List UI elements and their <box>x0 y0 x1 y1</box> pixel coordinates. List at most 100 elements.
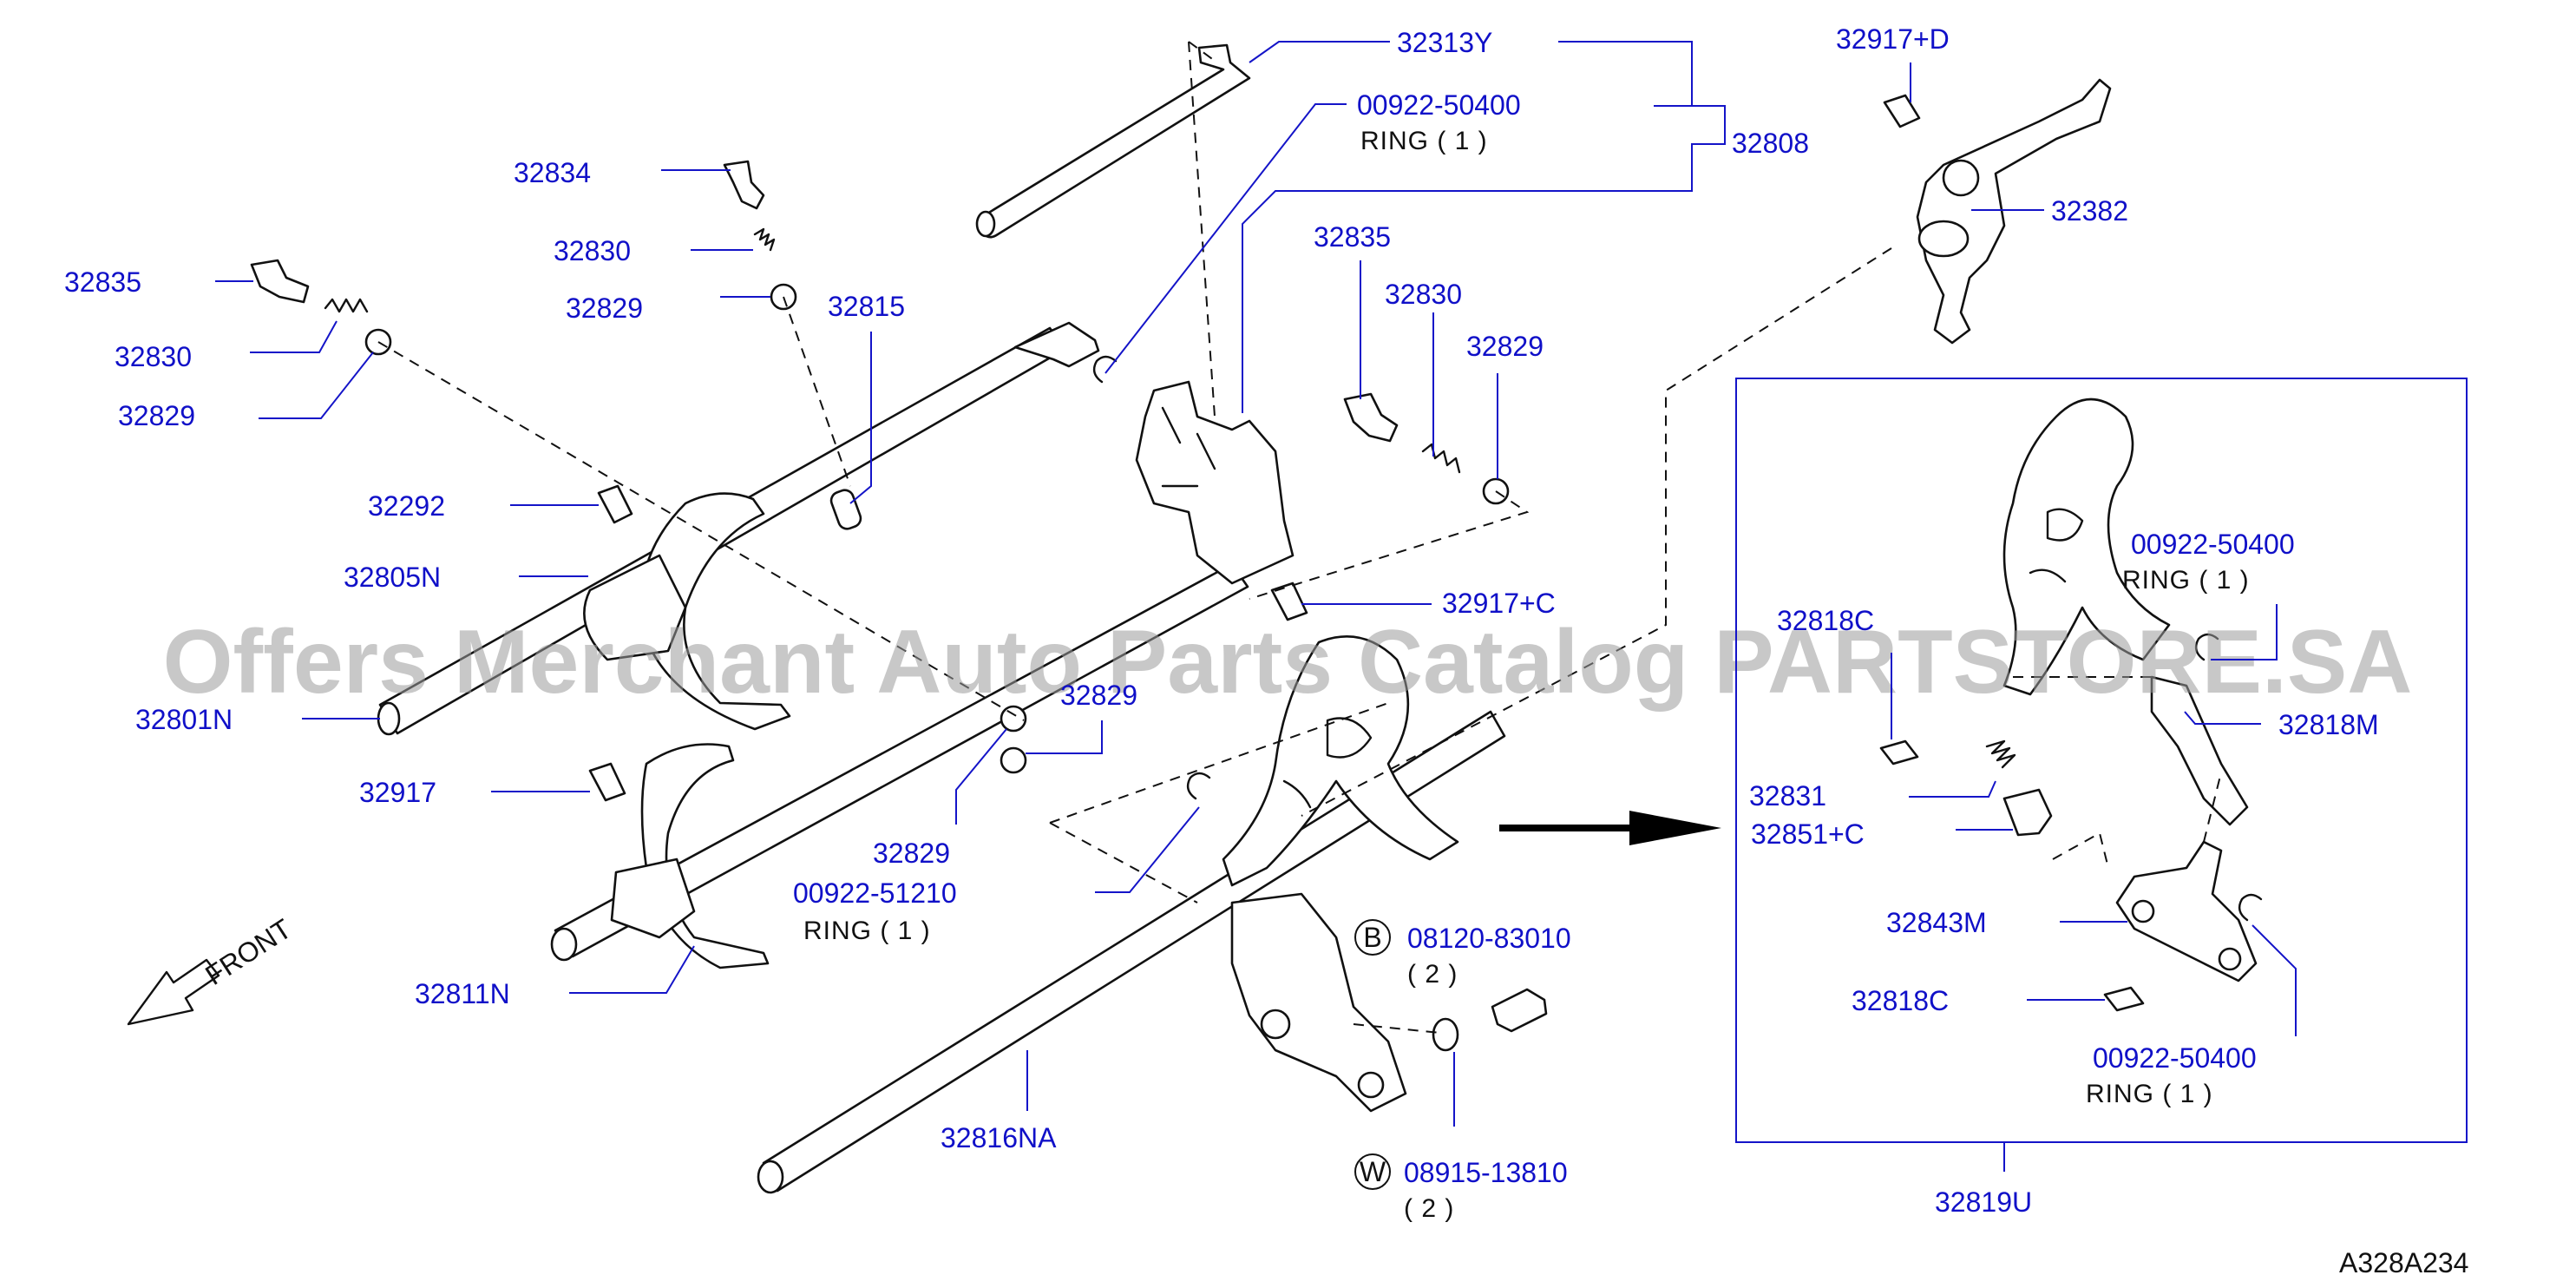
label-32801n: 32801N <box>135 704 233 735</box>
label-32835-mid: 32835 <box>1314 221 1391 253</box>
plug-32835-mid <box>1343 392 1399 443</box>
label-32313y: 32313Y <box>1397 27 1492 58</box>
rod-end <box>975 210 996 238</box>
fork-32811n-hub <box>610 858 696 939</box>
figure-code: A328A234 <box>2339 1247 2468 1278</box>
spring-32830-mid <box>1421 443 1461 474</box>
subassembly-frame-32819u <box>1735 378 2468 1143</box>
fork-32805n-hub <box>583 554 687 661</box>
shift-rod-32313y <box>979 43 1251 239</box>
label-32808: 32808 <box>1732 128 1809 159</box>
ring-00922-50400-top <box>1092 355 1118 384</box>
pin-32917c <box>1270 582 1308 621</box>
leader-lines <box>215 41 2297 1172</box>
label-32829-c1: 32829 <box>1060 680 1137 711</box>
label-32818m: 32818M <box>2278 709 2379 740</box>
spring-32831 <box>1985 739 2016 769</box>
pin-32917d <box>1883 94 1921 128</box>
lever-32382-bore <box>1942 159 1980 197</box>
fork-large <box>1222 635 1459 887</box>
circle-b-letter: B <box>1363 922 1381 953</box>
pin-32815 <box>829 489 862 530</box>
label-32830-left: 32830 <box>115 341 192 372</box>
rod-32816na-end <box>757 1160 784 1194</box>
label-32917d: 32917+D <box>1836 23 1950 55</box>
fork-large-lower <box>1230 892 1407 1113</box>
ring-00922-50400-box1 <box>2194 633 2219 661</box>
fork-large-bore <box>1260 1009 1291 1040</box>
label-00922-50400-box2: 00922-50400 <box>2093 1042 2257 1074</box>
label-32843m: 32843M <box>1886 907 1987 938</box>
label-ring-box1: RING ( 1 ) <box>2122 566 2250 595</box>
ball-32829-c2 <box>1000 746 1027 774</box>
spring-32830-top <box>753 227 776 252</box>
label-32834: 32834 <box>514 157 591 188</box>
plug-32834 <box>723 160 765 210</box>
fork-large-bore2 <box>1357 1071 1385 1099</box>
spring-32830-left <box>324 298 369 313</box>
watermark: Offers Merchant Auto Parts Catalog PARTS… <box>163 612 2413 713</box>
front-arrow-icon <box>127 958 220 1026</box>
pin-32917 <box>588 762 626 802</box>
ring-00922-51210 <box>1186 772 1211 800</box>
bracket-32808-detail <box>1161 406 1216 488</box>
label-00922-50400-top: 00922-50400 <box>1357 89 1521 121</box>
label-32819u: 32819U <box>1935 1186 2032 1218</box>
alignment-lines <box>377 41 2222 1034</box>
label-qty-w: ( 2 ) <box>1404 1194 1454 1223</box>
part-labels: 32313Y 00922-50400 RING ( 1 ) 32808 3291… <box>64 23 2379 1223</box>
plug-32835-left <box>250 259 310 304</box>
pin-32818c-a <box>1879 739 1919 766</box>
bolt-08120 <box>1491 988 1548 1033</box>
label-32835-left: 32835 <box>64 266 141 298</box>
label-32829-left: 32829 <box>118 400 195 431</box>
label-32816na: 32816NA <box>941 1122 1057 1153</box>
label-32818c-b: 32818C <box>1852 985 1949 1016</box>
pin-32818c-b <box>2103 986 2145 1012</box>
lever-32843m-bore2 <box>2218 947 2242 971</box>
pin-32292 <box>597 484 633 524</box>
label-32815: 32815 <box>828 291 905 322</box>
washer-08915 <box>1432 1017 1459 1052</box>
label-32292: 32292 <box>368 490 445 522</box>
label-00922-51210: 00922-51210 <box>793 877 957 909</box>
lever-32843m-bore <box>2131 899 2155 923</box>
label-32829-top: 32829 <box>566 292 643 324</box>
label-32818c-a: 32818C <box>1777 605 1874 636</box>
lever-32382-boss <box>1917 220 1970 258</box>
plunger-32851c <box>2002 788 2053 837</box>
label-qty-b: ( 2 ) <box>1407 960 1458 989</box>
rod-32801n-tip <box>1013 321 1100 368</box>
label-32831: 32831 <box>1749 780 1826 812</box>
label-32829-mid: 32829 <box>1466 331 1544 362</box>
circle-w-letter: W <box>1360 1156 1386 1187</box>
label-32851c: 32851+C <box>1751 818 1865 850</box>
label-32811n: 32811N <box>415 978 510 1009</box>
label-08915-13810: 08915-13810 <box>1404 1157 1568 1188</box>
label-32917c: 32917+C <box>1442 588 1556 619</box>
label-ring-box2: RING ( 1 ) <box>2086 1080 2213 1108</box>
front-label: FRONT <box>200 913 297 991</box>
label-32829-c2: 32829 <box>873 838 950 869</box>
circle-w-icon <box>1354 1153 1391 1190</box>
rod-32811n-end <box>550 927 578 962</box>
lever-32382 <box>1916 78 2112 345</box>
ball-32829-c1 <box>1000 705 1027 733</box>
label-32830-top: 32830 <box>554 235 631 266</box>
label-32382: 32382 <box>2051 195 2128 227</box>
part-drawings <box>127 43 2263 1194</box>
circle-b-icon <box>1354 919 1391 956</box>
fork-box-window <box>2029 508 2084 583</box>
label-ring-mid: RING ( 1 ) <box>803 917 931 945</box>
fork-box <box>2002 398 2171 696</box>
label-00922-50400-box1: 00922-50400 <box>2131 529 2295 560</box>
label-08120-83010: 08120-83010 <box>1407 923 1571 954</box>
ring-00922-50400-box2 <box>2238 893 2263 922</box>
arrow-head <box>1629 811 1721 845</box>
label-32805n: 32805N <box>344 562 441 593</box>
label-32917: 32917 <box>359 777 436 808</box>
label-ring-top: RING ( 1 ) <box>1360 127 1488 155</box>
pawl-32818m <box>2150 675 2249 826</box>
label-32830-mid: 32830 <box>1385 279 1462 310</box>
